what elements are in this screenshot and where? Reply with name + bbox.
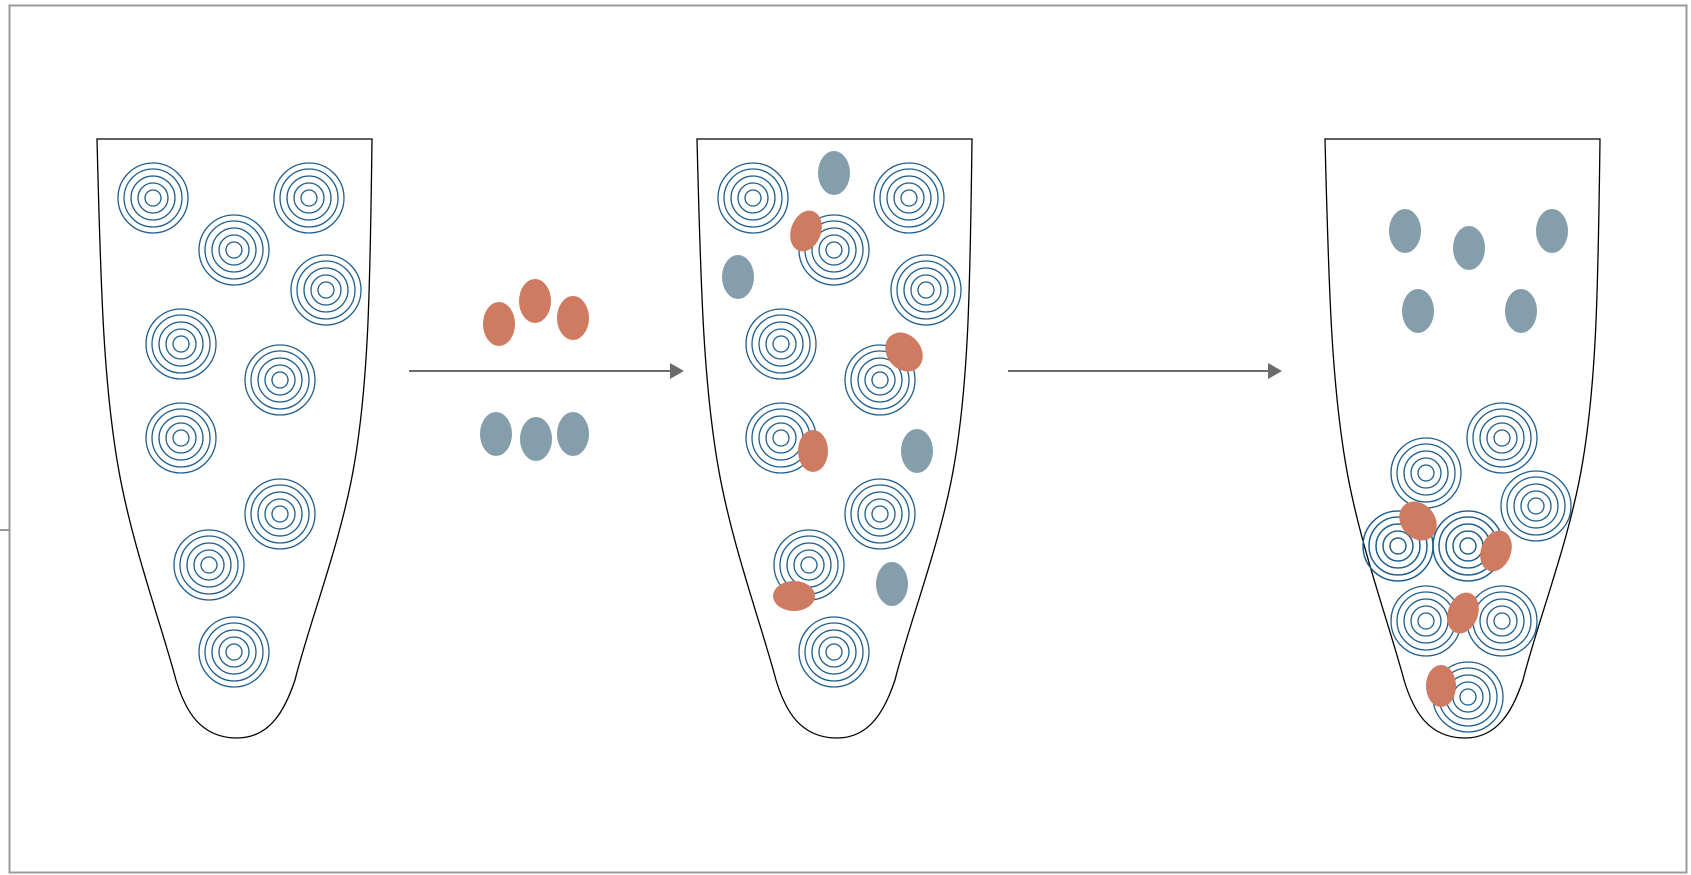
free-gray-particle-2: [520, 417, 552, 461]
tube2-gray-particle-1: [818, 151, 850, 195]
bead-tube2-6: [844, 344, 916, 416]
bead-tube3-1: [1466, 402, 1538, 474]
tube2-orange-particle-1: [790, 210, 822, 252]
tube2-gray-particle-4: [876, 562, 908, 606]
bead-tube1-8: [244, 478, 316, 550]
bead-tube2-1: [717, 162, 789, 234]
bead-tube1-1: [117, 162, 189, 234]
bead-tube1-7: [145, 402, 217, 474]
beads-layer: [117, 162, 1572, 733]
free-gray-particle-1: [480, 412, 512, 456]
free-orange-particle-2: [519, 279, 551, 323]
free-orange-particle-3: [557, 296, 589, 340]
bead-tube3-7: [1466, 585, 1538, 657]
tube3-orange-particle-4: [1426, 665, 1456, 707]
tube-2: [696, 138, 973, 739]
bead-tube2-4: [890, 254, 962, 326]
bead-tube3-3: [1500, 470, 1572, 542]
tube3-orange-particle-2: [1480, 530, 1512, 572]
bead-tube2-8: [844, 478, 916, 550]
tube-1: [96, 138, 373, 739]
tube2-orange-particle-3: [798, 430, 828, 472]
bead-tube2-10: [798, 616, 870, 688]
tube3-orange-particle-1: [1399, 501, 1437, 541]
bead-tube3-10: [1362, 510, 1434, 582]
bead-tube1-10: [198, 616, 270, 688]
tube2-gray-particle-3: [901, 429, 933, 473]
tube3-gray-particle-1: [1389, 209, 1421, 253]
particles-layer: [480, 151, 1568, 707]
bead-tube1-5: [145, 308, 217, 380]
tube2-orange-particle-4: [773, 581, 815, 611]
bead-tube1-9: [173, 529, 245, 601]
bead-tube1-4: [290, 254, 362, 326]
tube2-orange-particle-2: [885, 332, 923, 372]
tube-3: [1324, 138, 1601, 739]
bead-tube3-2: [1390, 437, 1462, 509]
free-gray-particle-3: [557, 412, 589, 456]
bead-tube2-2: [873, 162, 945, 234]
bead-tube1-3: [198, 214, 270, 286]
free-orange-particle-1: [483, 302, 515, 346]
tube3-gray-particle-3: [1536, 209, 1568, 253]
bead-tube1-6: [244, 344, 316, 416]
tube3-orange-particle-3: [1447, 592, 1479, 634]
tube3-gray-particle-5: [1505, 289, 1537, 333]
tube2-gray-particle-2: [722, 255, 754, 299]
bead-tube2-5: [745, 308, 817, 380]
diagram-frame: [8, 4, 1688, 874]
tube3-gray-particle-4: [1402, 289, 1434, 333]
tube3-gray-particle-2: [1453, 226, 1485, 270]
bead-tube1-2: [273, 162, 345, 234]
arrow-1: [409, 363, 684, 379]
arrow-2: [1008, 363, 1282, 379]
